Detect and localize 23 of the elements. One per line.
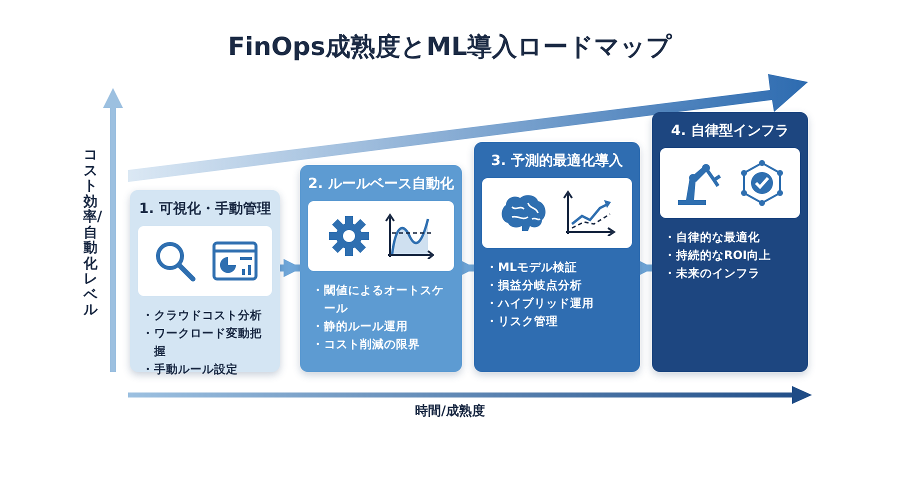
bullet-item: ・手動ルール設定 (142, 361, 239, 378)
bullet-item: ・持続的なROI向上 (664, 247, 772, 264)
stage-heading: 2. ルールベース自動化 (308, 175, 454, 193)
stage-heading: 4. 自律型インフラ (670, 122, 790, 140)
stage-box (300, 165, 462, 372)
bullet-item: ・静的ルール運用 (312, 318, 409, 335)
bullet-item: ・閾値によるオートスケール (312, 282, 445, 317)
arrow (280, 258, 302, 278)
stage-box (474, 142, 640, 372)
bullet-item: ・コスト削減の限界 (312, 336, 421, 353)
bullet-item: ・MLモデル検証 (486, 259, 578, 276)
bullet-item: ・損益分岐点分析 (486, 277, 583, 294)
stage-box (652, 112, 808, 372)
title: FinOps成熟度とML導入ロードマップ (226, 31, 674, 63)
bullet-item: ・未来のインフラ (664, 265, 761, 282)
bullet-item: ・自律的な最適化 (664, 229, 761, 246)
stage-heading: 1. 可視化・手動管理 (138, 200, 272, 218)
bullet-item: ・クラウドコスト分析 (142, 307, 263, 324)
bullet-item: ・ハイブリッド運用 (486, 295, 595, 312)
bullet-item: ・リスク管理 (486, 313, 559, 330)
axis-label: 時間/成熟度 (414, 402, 486, 420)
bullet-item: ・ワークロード変動把握 (142, 325, 263, 360)
stage-heading: 3. 予測的最適化導入 (490, 152, 624, 170)
